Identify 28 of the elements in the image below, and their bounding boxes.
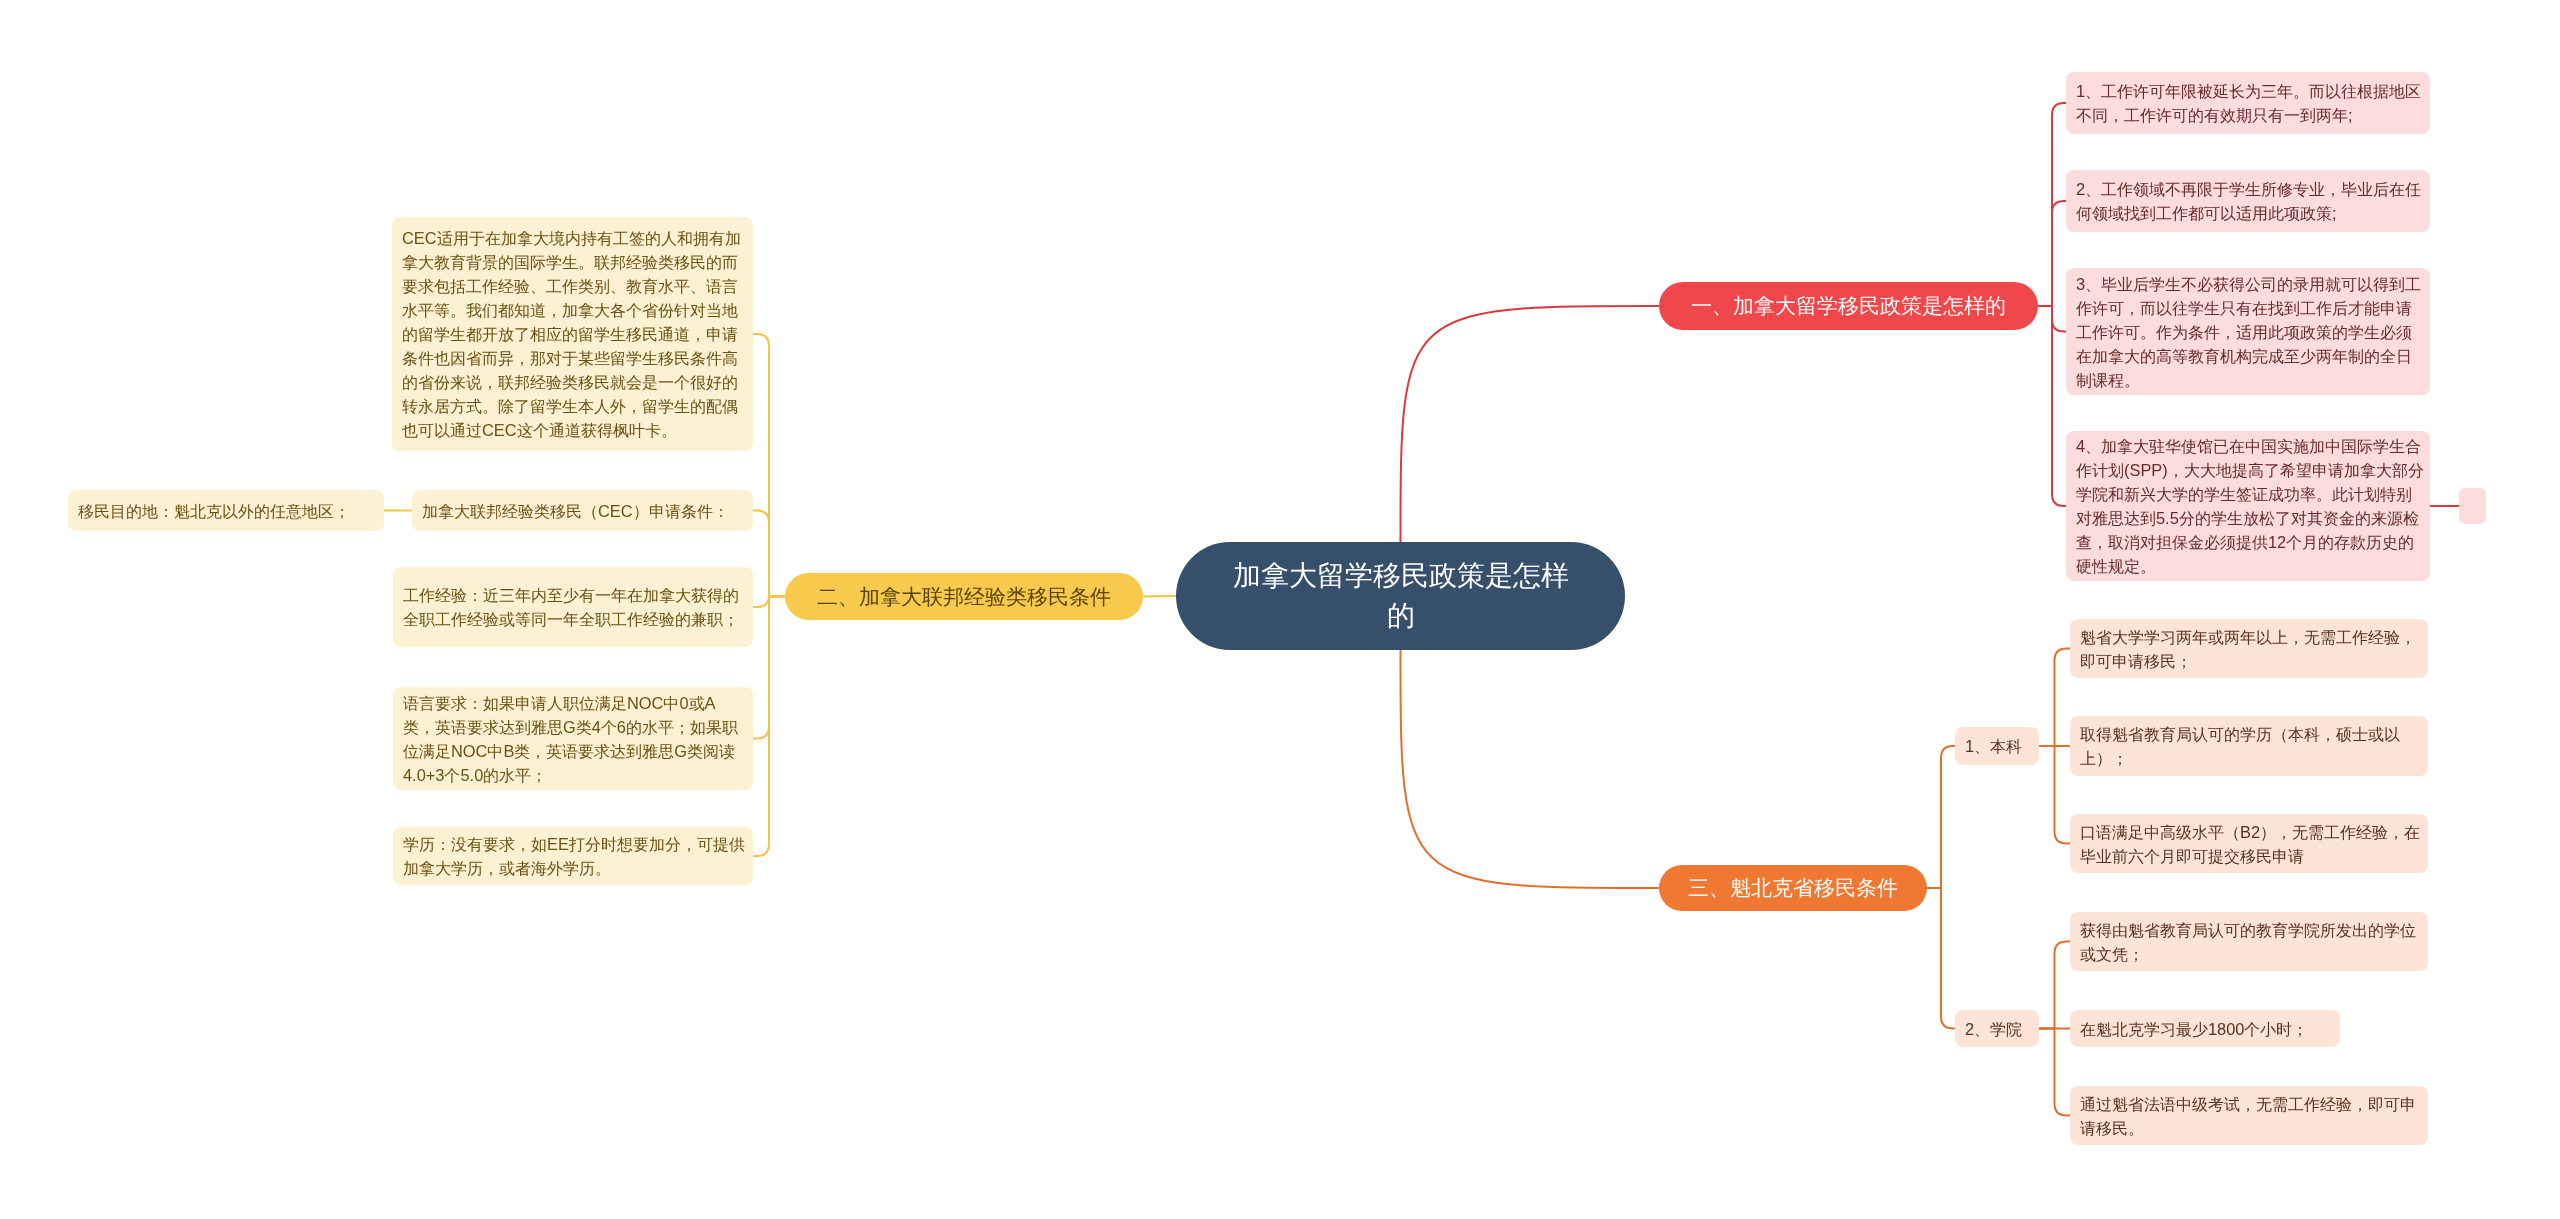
note-box: 加拿大联邦经验类移民（CEC）申请条件： — [412, 490, 753, 531]
note-box: 口语满足中高级水平（B2），无需工作经验，在毕业前六个月即可提交移民申请 — [2070, 814, 2428, 873]
central-topic: 加拿大留学移民政策是怎样的 — [1176, 542, 1625, 650]
branch-topic: 三、魁北克省移民条件 — [1659, 865, 1927, 911]
note-box: 移民目的地：魁北克以外的任意地区； — [68, 490, 384, 531]
branch-topic: 二、加拿大联邦经验类移民条件 — [785, 573, 1143, 620]
connector-line — [1399, 305, 1660, 543]
note-box: 4、加拿大驻华使馆已在中国实施加中国际学生合作计划(SPP)，大大地提高了希望申请加拿大部分学院和新兴大学的学生签证成功率。此计划特别对雅思达到5.5分的学生放松了对其资金的来源检查，取消对担保金必须提供12个月的存款历史的硬性规定。 — [2066, 431, 2430, 581]
note-box: 语言要求：如果申请人职位满足NOC中0或A类，英语要求达到雅思G类4个6的水平；如果职位满足NOC中B类，英语要求达到雅思G类阅读4.0+3个5.0的水平； — [393, 687, 753, 790]
connector-line — [383, 509, 413, 512]
note-box: 1、工作许可年限被延长为三年。而以往根据地区不同，工作许可的有效期只有一到两年; — [2066, 72, 2430, 134]
note-box: 取得魁省教育局认可的学历（本科，硕士或以上）； — [2070, 716, 2428, 776]
empty-box — [2459, 488, 2486, 524]
note-box: 获得由魁省教育局认可的教育学院所发出的学位或文凭； — [2070, 912, 2428, 971]
note-box: 2、工作领域不再限于学生所修专业，毕业后在任何领域找到工作都可以适用此项政策; — [2066, 170, 2430, 232]
note-box: 2、学院 — [1955, 1010, 2039, 1047]
note-box: 3、毕业后学生不必获得公司的录用就可以得到工作许可，而以往学生只有在找到工作后才能申请工作许可。作为条件，适用此项政策的学生必须在加拿大的高等教育机构完成至少两年制的全日制课程。 — [2066, 268, 2430, 395]
note-box: 学历：没有要求，如EE打分时想要加分，可提供加拿大学历，或者海外学历。 — [393, 827, 753, 885]
note-box: 工作经验：近三年内至少有一年在加拿大获得的全职工作经验或等同一年全职工作经验的兼职； — [393, 567, 753, 647]
note-box: CEC适用于在加拿大境内持有工签的人和拥有加拿大教育背景的国际学生。联邦经验类移民的而要求包括工作经验、工作类别、教育水平、语言水平等。我们都知道，加拿大各个省份针对当地的留学生都开放了相应的留学生移民通道，申请条件也因省而异，那对于某些留学生移民条件高的省份来说，联邦经验类移民就会是一个很好的转永居方式。除了留学生本人外，留学生的配偶也可以通过CEC这个通道获得枫叶卡。 — [392, 217, 753, 451]
note-box: 通过魁省法语中级考试，无需工作经验，即可申请移民。 — [2070, 1086, 2428, 1145]
note-box: 1、本科 — [1955, 727, 2039, 765]
note-box: 在魁北克学习最少1800个小时； — [2070, 1010, 2340, 1047]
branch-topic: 一、加拿大留学移民政策是怎样的 — [1659, 282, 2038, 330]
connector-line — [1399, 649, 1660, 889]
connector-line — [1142, 595, 1177, 598]
note-box: 魁省大学学习两年或两年以上，无需工作经验，即可申请移民； — [2070, 619, 2428, 678]
connector-line — [2429, 505, 2460, 507]
